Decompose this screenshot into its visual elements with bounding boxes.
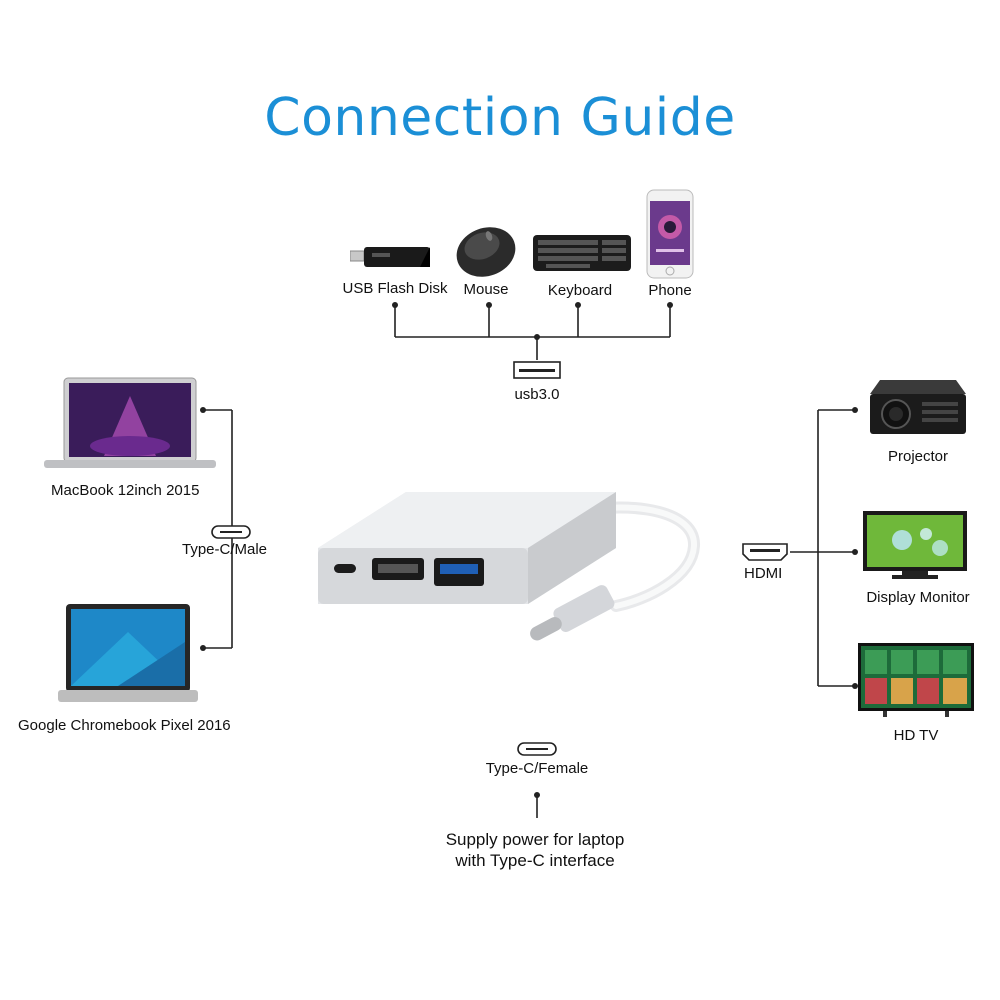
- usb-c-adapter-image: [316, 488, 716, 664]
- power-note-line-1: Supply power for laptop: [410, 829, 660, 850]
- typec-male-label: Type-C/Male: [182, 541, 267, 558]
- mouse-icon: [453, 224, 519, 278]
- chromebook-icon: [58, 602, 198, 706]
- chromebook-label: Google Chromebook Pixel 2016: [18, 717, 231, 734]
- projector-label: Projector: [868, 448, 968, 465]
- phone-label: Phone: [632, 282, 708, 299]
- usb3-label: usb3.0: [497, 386, 577, 403]
- hdmi-port-icon: [742, 543, 788, 561]
- hd-tv-label: HD TV: [870, 727, 962, 744]
- keyboard-icon: [532, 233, 632, 273]
- mouse-label: Mouse: [440, 281, 532, 298]
- hd-tv-icon: [857, 642, 975, 718]
- display-monitor-label: Display Monitor: [855, 589, 981, 606]
- projector-icon: [866, 372, 968, 440]
- usb-flash-disk-icon: [350, 243, 432, 271]
- keyboard-label: Keyboard: [530, 282, 630, 299]
- usb-port-icon: [513, 360, 561, 380]
- phone-icon: [646, 189, 694, 279]
- typec-female-port-icon: [517, 742, 557, 756]
- display-monitor-icon: [862, 510, 968, 580]
- power-note-line-2: with Type-C interface: [410, 850, 660, 871]
- hdmi-label: HDMI: [744, 565, 782, 582]
- macbook-icon: [44, 376, 216, 470]
- macbook-label: MacBook 12inch 2015: [51, 482, 199, 499]
- typec-male-port-icon: [211, 525, 251, 539]
- typec-female-label: Type-C/Female: [467, 760, 607, 777]
- power-note: Supply power for laptop with Type-C inte…: [410, 829, 660, 871]
